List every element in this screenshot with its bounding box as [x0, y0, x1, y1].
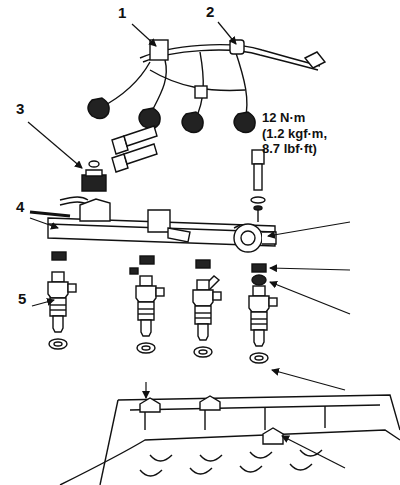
pressure-regulator — [234, 224, 276, 252]
mounting-bolts — [112, 126, 265, 222]
seal-rings — [52, 252, 266, 296]
callout-number: 4 — [16, 198, 24, 215]
callout-number: 2 — [206, 3, 214, 20]
intake-manifold — [60, 395, 400, 485]
torque-note: 12 N·m (1.2 kgf·m, 8.7 lbf·ft) — [262, 110, 328, 157]
callout-number: 3 — [16, 100, 24, 117]
pulsation-damper — [60, 161, 106, 205]
callout-number: 5 — [18, 290, 26, 307]
callout-number: 1 — [118, 4, 126, 21]
leader-lines — [28, 22, 350, 468]
fuel-injectors — [48, 272, 277, 363]
